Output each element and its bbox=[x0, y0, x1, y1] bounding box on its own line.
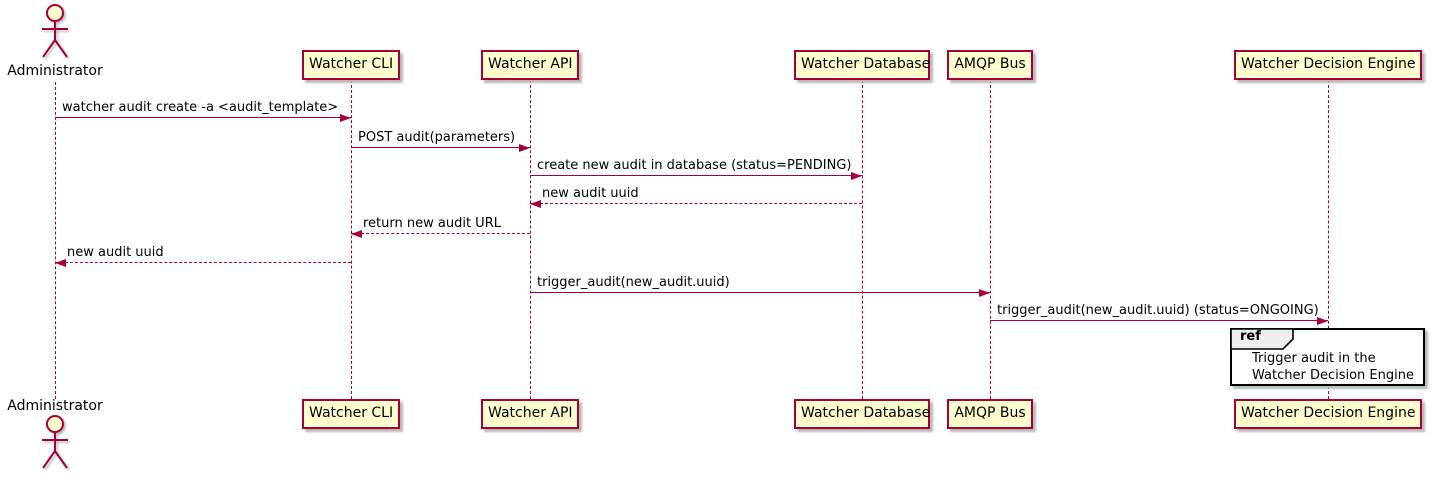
message-new-audit-uuid-cli-line bbox=[55, 262, 351, 263]
participant-amqp-bus-bottom: AMQP Bus bbox=[947, 399, 1033, 429]
message-new-audit-uuid-db-label: new audit uuid bbox=[542, 186, 639, 201]
message-trigger-audit-ongoing-label: trigger_audit(new_audit.uuid) (status=ON… bbox=[997, 303, 1319, 318]
ref-text-line2: Watcher Decision Engine bbox=[1252, 368, 1414, 383]
actor-name-top: Administrator bbox=[7, 63, 103, 79]
participant-watcher-api-bottom: Watcher API bbox=[481, 399, 579, 429]
arrowhead-left-icon bbox=[55, 259, 66, 267]
message-post-audit-line bbox=[351, 147, 530, 148]
participant-watcher-database-top: Watcher Database bbox=[794, 50, 930, 80]
participant-watcher-cli-bottom: Watcher CLI bbox=[302, 399, 400, 429]
message-trigger-audit-label: trigger_audit(new_audit.uuid) bbox=[537, 275, 730, 290]
ref-fragment: ref Trigger audit in the Watcher Decisio… bbox=[1230, 328, 1425, 386]
actor-icon bbox=[35, 413, 75, 475]
participant-watcher-database-bottom: Watcher Database bbox=[794, 399, 930, 429]
participant-watcher-api-top: Watcher API bbox=[481, 50, 579, 80]
lifeline-amqp-bus bbox=[990, 80, 991, 399]
participant-watcher-decision-engine-bottom: Watcher Decision Engine bbox=[1234, 399, 1422, 429]
message-audit-create-label: watcher audit create -a <audit_template> bbox=[62, 100, 339, 115]
message-create-audit-db-line bbox=[530, 175, 862, 176]
message-new-audit-uuid-db-line bbox=[530, 203, 862, 204]
ref-tab-icon: ref bbox=[1230, 328, 1296, 355]
lifeline-administrator bbox=[55, 82, 56, 399]
lifeline-watcher-cli bbox=[351, 80, 352, 399]
actor-name-bottom: Administrator bbox=[7, 398, 103, 414]
message-trigger-audit-ongoing-line bbox=[990, 320, 1328, 321]
arrowhead-right-icon bbox=[1317, 317, 1328, 325]
message-trigger-audit-line bbox=[530, 292, 990, 293]
ref-text-line1: Trigger audit in the bbox=[1252, 351, 1376, 366]
arrowhead-right-icon bbox=[340, 114, 351, 122]
ref-keyword: ref bbox=[1240, 329, 1261, 344]
arrowhead-right-icon bbox=[851, 172, 862, 180]
message-new-audit-uuid-cli-label: new audit uuid bbox=[67, 245, 164, 260]
message-post-audit-label: POST audit(parameters) bbox=[358, 130, 516, 145]
message-return-audit-url-line bbox=[351, 233, 530, 234]
arrowhead-left-icon bbox=[351, 230, 362, 238]
participant-watcher-decision-engine-top: Watcher Decision Engine bbox=[1234, 50, 1422, 80]
arrowhead-left-icon bbox=[530, 200, 541, 208]
message-return-audit-url-label: return new audit URL bbox=[363, 216, 501, 231]
message-audit-create-line bbox=[55, 117, 351, 118]
arrowhead-right-icon bbox=[979, 289, 990, 297]
arrowhead-right-icon bbox=[519, 144, 530, 152]
lifeline-watcher-database bbox=[862, 80, 863, 399]
lifeline-watcher-decision-engine bbox=[1328, 80, 1329, 399]
participant-amqp-bus-top: AMQP Bus bbox=[947, 50, 1033, 80]
lifeline-watcher-api bbox=[530, 80, 531, 399]
actor-icon bbox=[35, 2, 75, 64]
participant-watcher-cli-top: Watcher CLI bbox=[302, 50, 400, 80]
message-create-audit-db-label: create new audit in database (status=PEN… bbox=[537, 158, 852, 173]
